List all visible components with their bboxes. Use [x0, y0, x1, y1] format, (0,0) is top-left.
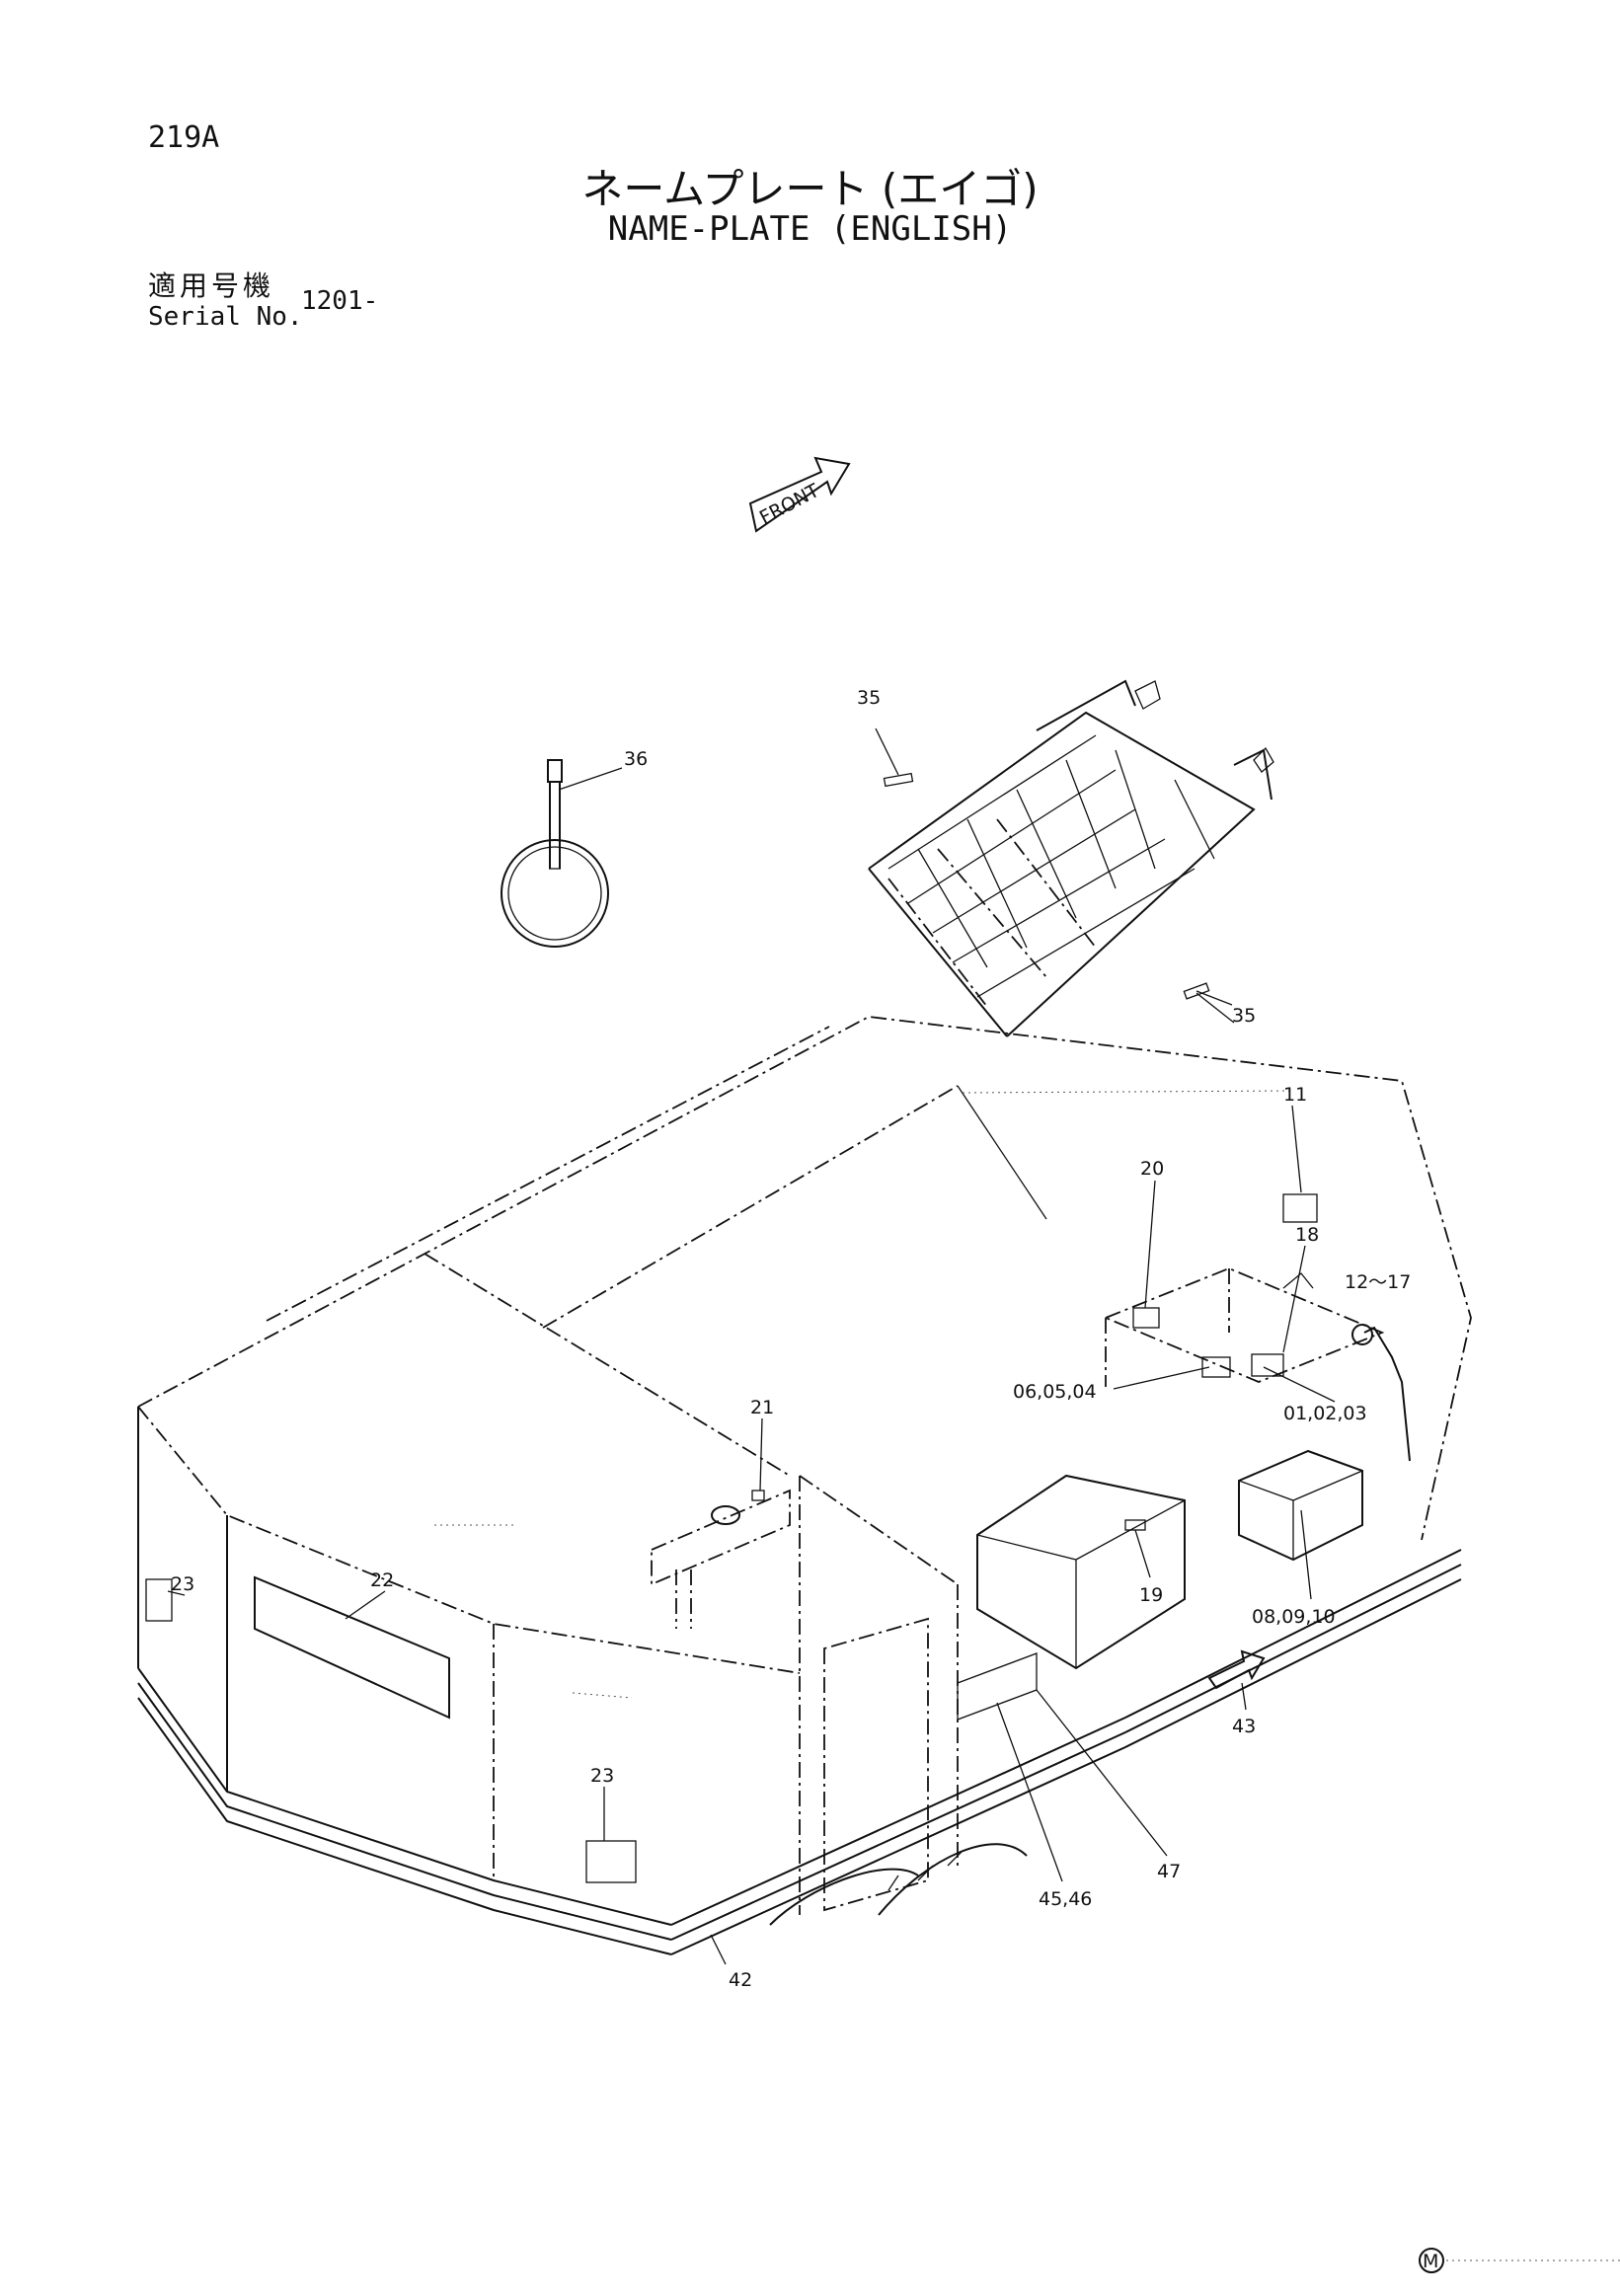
callout-06-05-04: 06,05,04 — [1013, 1381, 1097, 1403]
callout-08-09-10: 08,09,10 — [1252, 1606, 1336, 1628]
callout-22: 22 — [370, 1569, 394, 1591]
callouts: 35 35 36 11 20 18 12～17 06,05,04 01,02,0… — [171, 687, 1411, 1991]
callout-19: 19 — [1139, 1584, 1163, 1606]
callout-21: 21 — [750, 1397, 774, 1418]
callout-20: 20 — [1140, 1158, 1164, 1180]
page-title-english: NAME-PLATE (ENGLISH) — [607, 209, 1013, 249]
serial-label-english: Serial No. — [148, 302, 303, 332]
callout-36: 36 — [624, 748, 648, 770]
machine-body — [137, 1016, 1472, 1955]
callout-42: 42 — [729, 1969, 752, 1991]
front-arrow-icon: FRONT — [748, 456, 851, 533]
boom-section — [868, 679, 1274, 1037]
corner-mark-letter: M — [1423, 2251, 1438, 2272]
callout-01-02-03: 01,02,03 — [1283, 1403, 1367, 1424]
callout-18: 18 — [1295, 1224, 1319, 1246]
callout-23-right: 23 — [590, 1765, 614, 1787]
callout-35-top: 35 — [857, 687, 881, 709]
callout-47: 47 — [1157, 1861, 1181, 1882]
callout-45-46: 45,46 — [1039, 1888, 1092, 1910]
ring-pin — [501, 759, 623, 948]
corner-mark-icon: M — [1419, 2248, 1444, 2273]
page-title-japanese: ネームプレート (エイゴ) — [581, 165, 1039, 213]
callout-35-bottom: 35 — [1232, 1005, 1256, 1027]
callout-11: 11 — [1283, 1084, 1307, 1106]
callout-23-left: 23 — [171, 1573, 194, 1595]
callout-43: 43 — [1232, 1716, 1256, 1737]
page-number: 219A — [148, 120, 220, 155]
serial-number-value: 1201- — [301, 286, 379, 316]
serial-label-japanese: 適用号機 — [148, 269, 275, 302]
leader-lines — [167, 727, 1620, 2261]
callout-12-17: 12～17 — [1345, 1271, 1411, 1293]
